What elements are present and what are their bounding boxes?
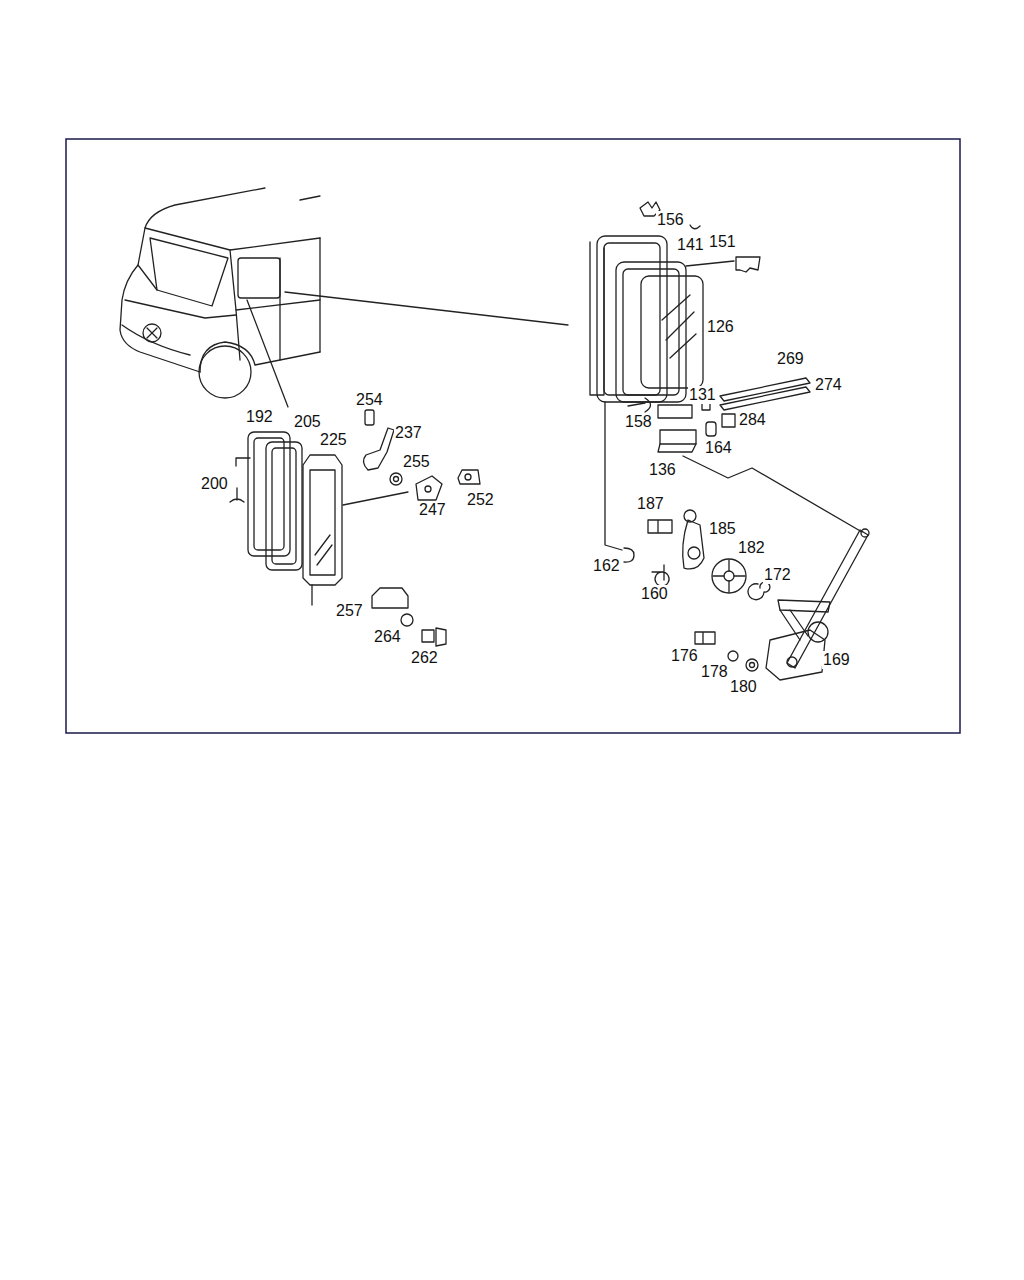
callout-number: 192 bbox=[245, 408, 274, 426]
callout-number: 252 bbox=[466, 491, 495, 509]
callout-number: 187 bbox=[636, 495, 665, 513]
callout-number: 284 bbox=[738, 411, 767, 429]
callout-number: 262 bbox=[410, 649, 439, 667]
callout-number: 156 bbox=[656, 211, 685, 229]
callout-number: 225 bbox=[319, 431, 348, 449]
callout-number: 162 bbox=[592, 557, 621, 575]
callout-number: 180 bbox=[729, 678, 758, 696]
callout-number: 255 bbox=[402, 453, 431, 471]
callout-number: 247 bbox=[418, 501, 447, 519]
callout-number: 237 bbox=[394, 424, 423, 442]
callout-number: 200 bbox=[200, 475, 229, 493]
callout-number: 264 bbox=[373, 628, 402, 646]
callout-number: 182 bbox=[737, 539, 766, 557]
callout-number: 136 bbox=[648, 461, 677, 479]
callout-number: 126 bbox=[706, 318, 735, 336]
callout-number: 158 bbox=[624, 413, 653, 431]
callout-number: 269 bbox=[776, 350, 805, 368]
frame bbox=[66, 139, 960, 733]
callout-number: 178 bbox=[700, 663, 729, 681]
callout-number: 185 bbox=[708, 520, 737, 538]
callout-number: 169 bbox=[822, 651, 851, 669]
callout-number: 164 bbox=[704, 439, 733, 457]
callout-number: 172 bbox=[763, 566, 792, 584]
callout-number: 205 bbox=[293, 413, 322, 431]
callout-number: 141 bbox=[676, 236, 705, 254]
callout-number: 274 bbox=[814, 376, 843, 394]
callout-number: 257 bbox=[335, 602, 364, 620]
callout-number: 176 bbox=[670, 647, 699, 665]
callout-number: 254 bbox=[355, 391, 384, 409]
callout-number: 160 bbox=[640, 585, 669, 603]
callout-number: 151 bbox=[708, 233, 737, 251]
callout-number: 131 bbox=[688, 386, 717, 404]
